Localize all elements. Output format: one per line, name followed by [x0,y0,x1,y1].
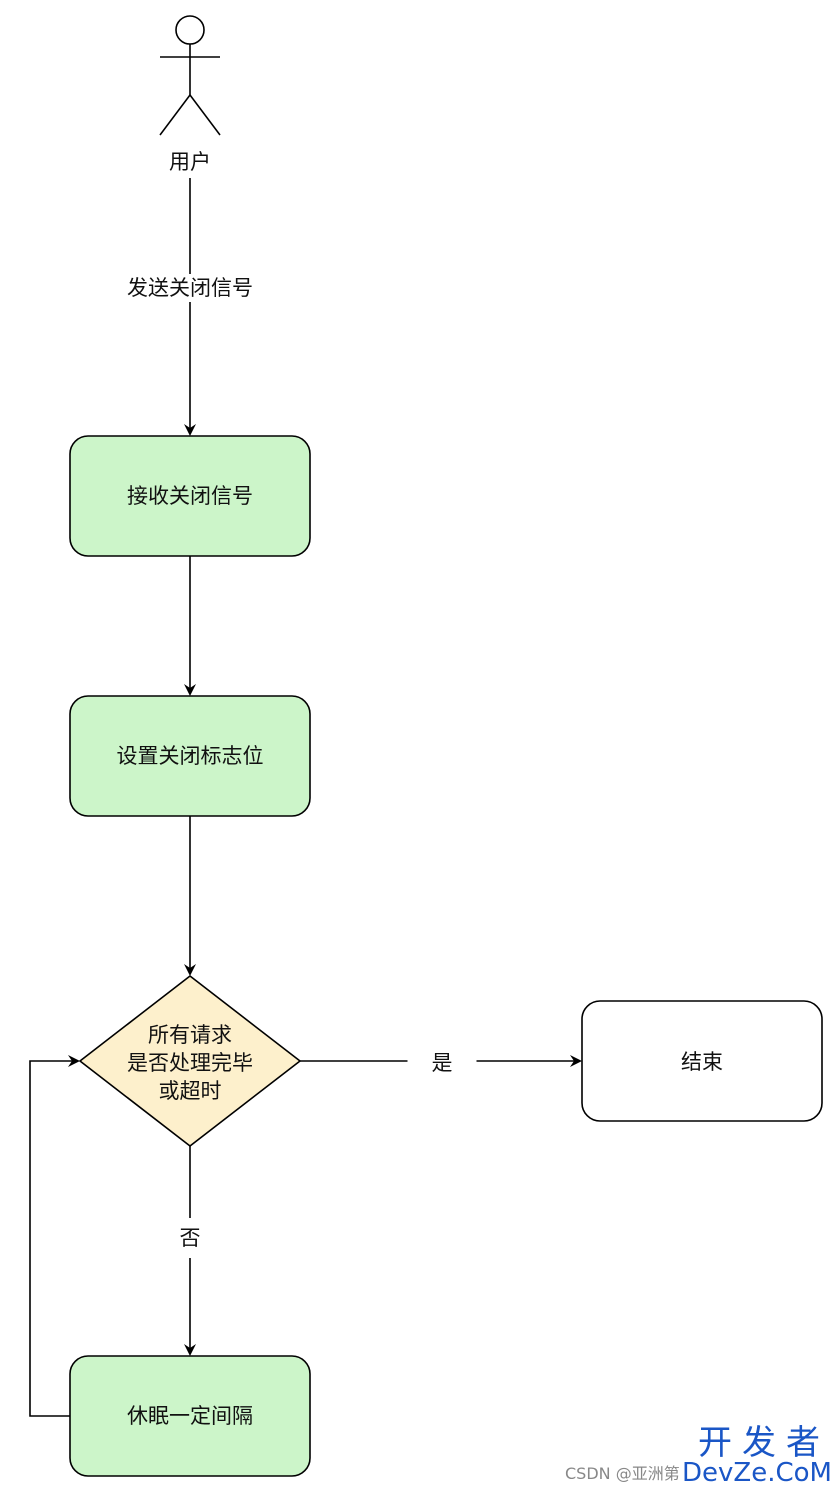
edge-label-yes: 是 [407,1049,477,1077]
actor-label: 用户 [165,148,215,176]
node-set-flag-label: 设置关闭标志位 [116,744,264,768]
decision-line-1: 所有请求 [148,1023,232,1047]
watermark-site: DevZe.CoM [682,1458,832,1488]
user-actor-icon [159,15,221,136]
edge-label-no: 否 [175,1218,205,1258]
watermark-credit: CSDN @亚洲第 [565,1464,680,1483]
node-end [581,1000,823,1122]
decision-line-2: 是否处理完毕 [127,1051,253,1075]
edge-sleep-back-to-decision [29,1055,80,1417]
node-end-label: 结束 [681,1050,723,1074]
node-set-flag [69,695,311,817]
node-sleep-label: 休眠一定间隔 [127,1404,253,1428]
node-receive-signal [69,435,311,557]
node-decision-label: 所有请求 是否处理完毕 或超时 [127,1021,253,1105]
decision-line-3: 或超时 [158,1079,222,1103]
node-receive-label: 接收关闭信号 [127,484,253,508]
watermark-brand: 开发者 [698,1423,830,1463]
node-decision [78,974,302,1148]
edge-label-send-signal: 发送关闭信号 [123,274,257,302]
node-sleep [69,1355,311,1477]
